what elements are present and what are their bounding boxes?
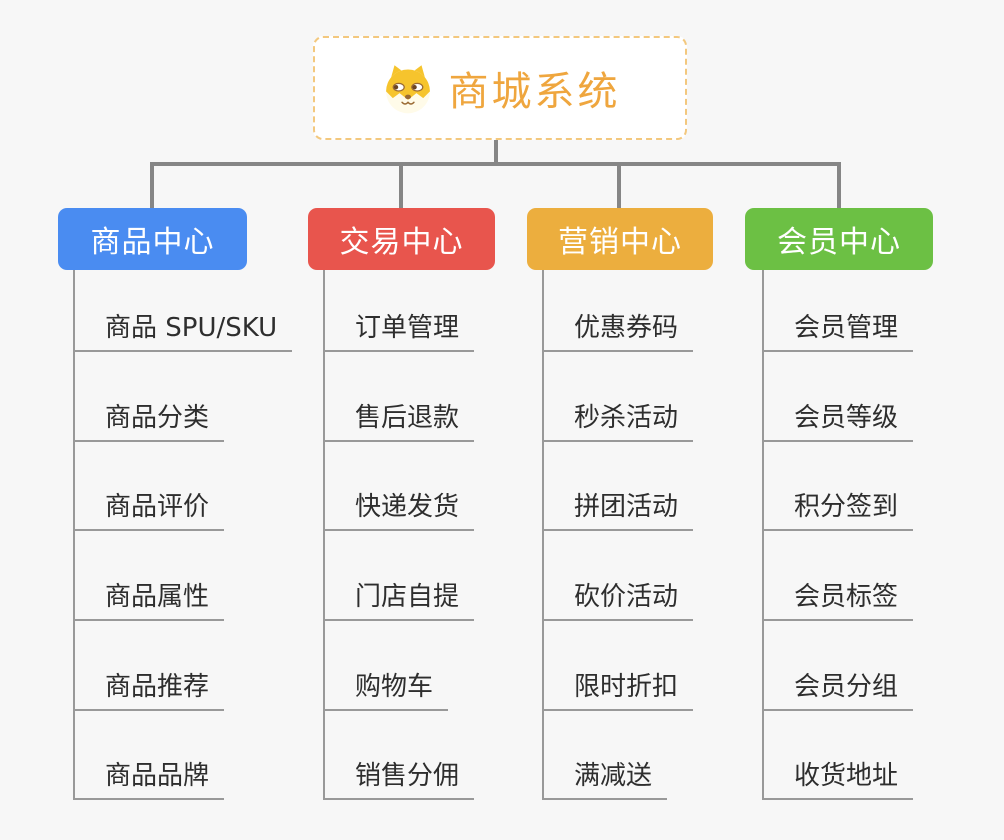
leaf-item[interactable]: 收货地址 (762, 761, 914, 800)
leaf-item[interactable]: 商品品牌 (73, 761, 225, 800)
leaf-item[interactable]: 商品分类 (73, 403, 225, 442)
root-node[interactable]: 商城系统 (313, 36, 687, 140)
branch-node-member-center[interactable]: 会员中心 (745, 208, 933, 270)
leaf-item[interactable]: 砍价活动 (542, 582, 694, 621)
dog-icon (380, 60, 436, 116)
connector-drop-marketing (617, 166, 621, 208)
connector-drop-member (837, 166, 841, 208)
leaf-item[interactable]: 会员管理 (762, 313, 914, 352)
leaf-item[interactable]: 拼团活动 (542, 492, 694, 531)
connector-drop-product (150, 166, 154, 208)
leaf-item[interactable]: 订单管理 (323, 313, 475, 352)
leaf-item[interactable]: 售后退款 (323, 403, 475, 442)
connector-bus (150, 162, 841, 166)
leaf-item[interactable]: 满减送 (542, 761, 668, 800)
root-title: 商城系统 (448, 69, 621, 115)
leaf-item[interactable]: 秒杀活动 (542, 403, 694, 442)
leaf-item[interactable]: 门店自提 (323, 582, 475, 621)
leaf-item[interactable]: 会员分组 (762, 672, 914, 711)
leaf-item[interactable]: 会员等级 (762, 403, 914, 442)
leaf-item[interactable]: 优惠券码 (542, 313, 694, 352)
leaf-item[interactable]: 商品 SPU/SKU (73, 313, 293, 352)
leaf-item[interactable]: 快递发货 (323, 492, 475, 531)
connector-riser (494, 140, 498, 164)
leaf-item[interactable]: 销售分佣 (323, 761, 475, 800)
leaf-item[interactable]: 商品属性 (73, 582, 225, 621)
leaf-item[interactable]: 限时折扣 (542, 672, 694, 711)
leaf-item[interactable]: 商品评价 (73, 492, 225, 531)
leaf-item[interactable]: 购物车 (323, 672, 449, 711)
branch-node-trade-center[interactable]: 交易中心 (308, 208, 495, 270)
branch-node-marketing-center[interactable]: 营销中心 (527, 208, 713, 270)
leaf-item[interactable]: 会员标签 (762, 582, 914, 621)
leaf-item[interactable]: 积分签到 (762, 492, 914, 531)
leaf-item[interactable]: 商品推荐 (73, 672, 225, 711)
connector-drop-trade (399, 166, 403, 208)
branch-node-product-center[interactable]: 商品中心 (58, 208, 247, 270)
